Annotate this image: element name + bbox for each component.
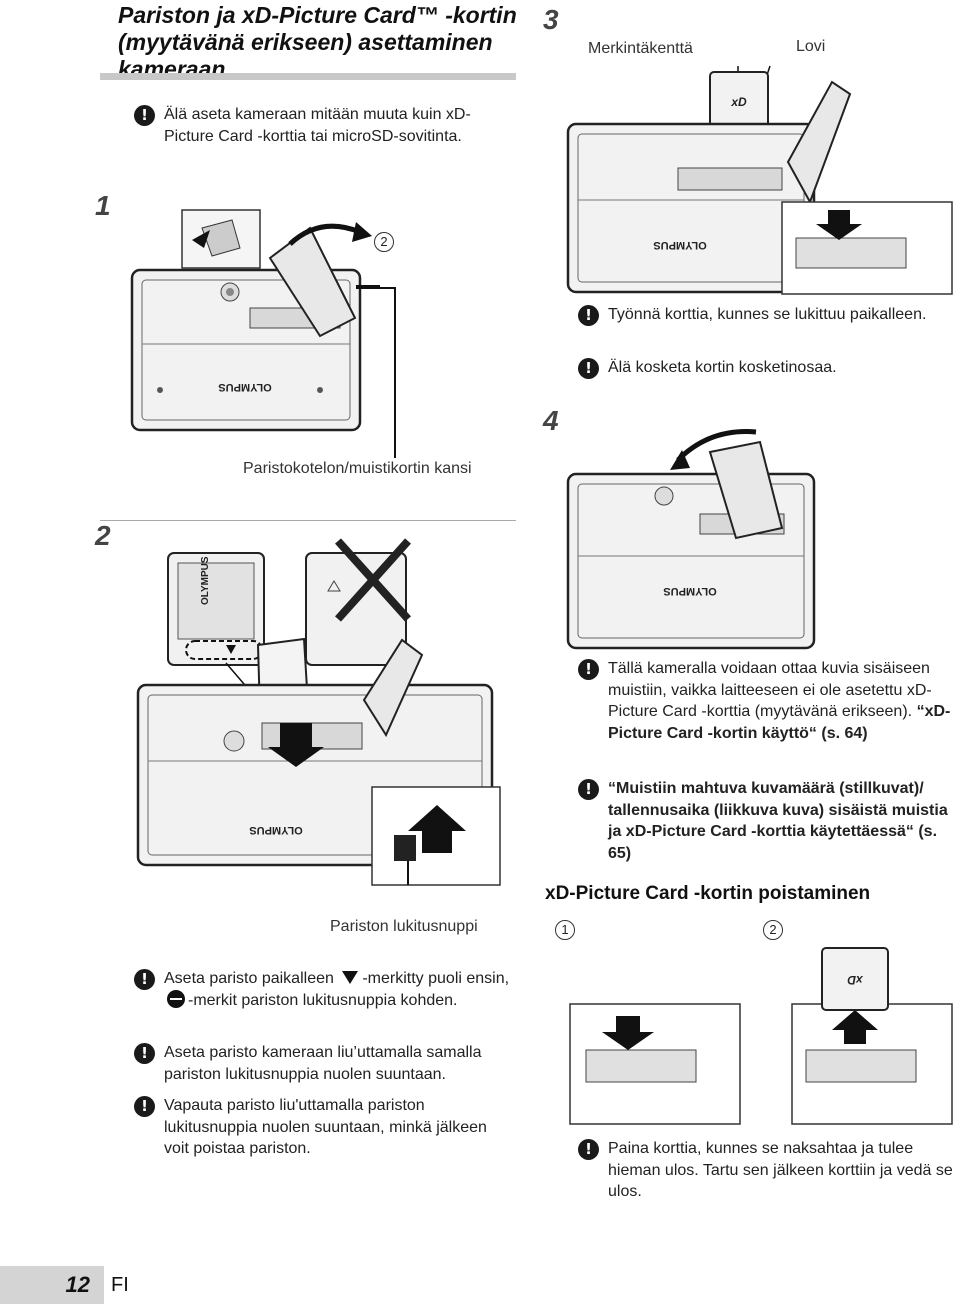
caution-icon: !: [578, 659, 599, 680]
step3-note-1-text: Työnnä korttia, kunnes se lukittuu paika…: [608, 306, 927, 323]
step2-divider: [100, 520, 516, 521]
step3-note-2-text: Älä kosketa kortin kosketinosaa.: [608, 359, 837, 376]
caution-icon: !: [578, 305, 599, 326]
step4-note-2: ! “Muistiin mahtuva kuvamäärä (stillkuva…: [578, 778, 954, 864]
battery-insertion-illustration: OLYMPUS OLYMPUS: [126, 535, 510, 890]
step2-note-1-text: Aseta paristo paikalleen -merkitty puoli…: [164, 970, 510, 1009]
step4-note-1-text: Tällä kameralla voidaan ottaa kuvia sisä…: [608, 660, 951, 742]
caution-icon: !: [578, 1139, 599, 1160]
index-area-label: Merkintäkenttä: [588, 40, 693, 57]
caution-icon: !: [134, 969, 155, 990]
title-underline: [100, 73, 516, 80]
step-number-1: 1: [95, 190, 111, 221]
removal-note: ! Paina korttia, kunnes se naksahtaa ja …: [578, 1138, 954, 1203]
step4-note-2-text: “Muistiin mahtuva kuvamäärä (stillkuvat)…: [608, 780, 948, 862]
minus-mark-icon: [167, 989, 185, 1008]
camera2-brand-text: OLYMPUS: [249, 824, 302, 836]
caution-icon: !: [134, 1096, 155, 1117]
triangle-mark-icon: [342, 971, 359, 984]
step2-note-2-text: Aseta paristo kameraan liu’uttamalla sam…: [164, 1044, 482, 1083]
battery-brand-text: OLYMPUS: [200, 556, 211, 605]
removal-marker-1: 1: [555, 920, 575, 940]
camera4-brand-text: OLYMPUS: [663, 585, 716, 597]
intro-note: ! Älä aseta kameraan mitään muuta kuin x…: [134, 104, 514, 147]
page-number: 12: [65, 1272, 90, 1297]
caution-icon: !: [578, 358, 599, 379]
step2-note-3-text: Vapauta paristo liu'uttamalla pariston l…: [164, 1097, 487, 1157]
camera-brand-text: OLYMPUS: [218, 381, 271, 393]
language-code: FI: [111, 1274, 129, 1296]
step3-note-1: ! Työnnä korttia, kunnes se lukittuu pai…: [578, 304, 954, 326]
step3-note-2: ! Älä kosketa kortin kosketinosaa.: [578, 357, 954, 379]
notch-label: Lovi: [796, 38, 826, 55]
cover-close-illustration: OLYMPUS: [560, 418, 820, 652]
lock-knob-label: Pariston lukitusnuppi: [330, 918, 478, 935]
cover-leader-line-top: [356, 287, 396, 289]
removal-card-brand-text: xD: [847, 973, 864, 987]
page-title: Pariston ja xD-Picture Card™ -kortin (my…: [118, 2, 517, 82]
card-insertion-illustration: xD OLYMPUS: [560, 62, 956, 296]
camera3-brand-text: OLYMPUS: [653, 239, 706, 251]
caution-icon: !: [578, 779, 599, 800]
step2-note-2: ! Aseta paristo kameraan liu’uttamalla s…: [134, 1042, 514, 1085]
card-removal-illustration: xD: [560, 944, 956, 1130]
step1-marker-2: 2: [374, 232, 394, 252]
cover-label: Paristokotelon/muistikortin kansi: [243, 460, 472, 477]
removal-heading: xD-Picture Card -kortin poistaminen: [545, 883, 871, 904]
removal-marker-2: 2: [763, 920, 783, 940]
step-number-3: 3: [543, 4, 559, 35]
card-brand-text: xD: [730, 95, 747, 109]
removal-note-text: Paina korttia, kunnes se naksahtaa ja tu…: [608, 1140, 953, 1200]
cover-leader-line: [394, 288, 396, 458]
intro-note-text: Älä aseta kameraan mitään muuta kuin xD-…: [164, 106, 471, 145]
caution-icon: !: [134, 1043, 155, 1064]
step-number-2: 2: [95, 520, 111, 551]
caution-icon: !: [134, 105, 155, 126]
step2-note-1: ! Aseta paristo paikalleen -merkitty puo…: [134, 968, 514, 1011]
page-number-tab: [0, 1266, 104, 1304]
step4-note-1: ! Tällä kameralla voidaan ottaa kuvia si…: [578, 658, 954, 744]
step-number-4: 4: [543, 405, 559, 436]
camera-open-cover-illustration: OLYMPUS: [120, 208, 380, 440]
step2-note-3: ! Vapauta paristo liu'uttamalla pariston…: [134, 1095, 514, 1160]
